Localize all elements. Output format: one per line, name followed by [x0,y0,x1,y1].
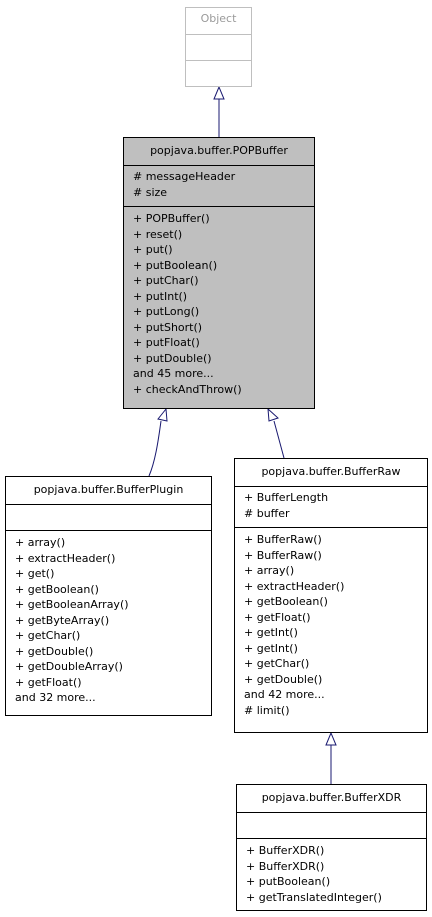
class-popbuffer-name: popjava.buffer.POPBuffer [150,144,288,157]
operation-item: + BufferXDR() [246,859,325,873]
class-bufferxdr-name: popjava.buffer.BufferXDR [261,791,402,804]
operation-item: + getBoolean() [244,595,328,608]
class-bufferplugin-attributes [6,504,211,531]
operation-item: + getBoolean() [15,582,99,596]
class-object[interactable]: Object [185,7,252,87]
operation-item: + putChar() [133,274,199,287]
operation-item: + array() [244,564,295,577]
class-popbuffer-operations: + POPBuffer() + reset() + put() + putBoo… [124,206,314,408]
class-bufferplugin-name: popjava.buffer.BufferPlugin [33,483,184,496]
operation-item: + reset() [133,227,183,241]
class-bufferxdr-attributes [237,812,426,839]
attribute-item: # size [133,185,168,199]
operation-item: + POPBuffer() [133,212,210,225]
class-bufferraw-name: popjava.buffer.BufferRaw [261,465,401,478]
operation-item: + extractHeader() [244,579,345,593]
attribute-item: # messageHeader [133,170,236,183]
operation-item: + BufferXDR() [246,844,325,857]
class-bufferxdr[interactable]: popjava.buffer.BufferXDR + BufferXDR() +… [236,784,427,911]
operation-item: + putShort() [133,320,203,334]
operation-item: + putFloat() [133,336,200,349]
class-bufferplugin-operations: + array() + extractHeader() + get() + ge… [6,530,211,715]
operation-item: + putDouble() [133,351,212,365]
operation-item: + getFloat() [244,610,311,624]
class-object-name: Object [200,12,237,25]
operation-item: + getTranslatedInteger() [246,890,382,904]
edge-popbuffer-to-object [213,85,225,137]
operation-item: + getDouble() [15,644,94,658]
class-bufferxdr-operations: + BufferXDR() + BufferXDR() + putBoolean… [237,838,426,910]
operation-item: + getBooleanArray() [15,598,129,611]
operation-item: + getByteArray() [15,613,110,627]
operation-item: + BufferRaw() [244,533,322,546]
operation-item: + array() [15,536,66,549]
operation-item: + BufferRaw() [244,548,322,562]
class-popbuffer[interactable]: popjava.buffer.POPBuffer # messageHeader… [123,137,315,409]
class-object-attributes [186,34,251,61]
operation-item: and 45 more... [133,367,214,380]
attribute-item: + BufferLength [244,491,329,504]
operation-item: # limit() [244,703,290,717]
class-object-operations [186,60,251,87]
operation-item: + getFloat() [15,675,82,689]
operation-item: + getDouble() [244,672,323,686]
operation-item: + getInt() [244,641,298,655]
edge-bufferxdr-to-bufferraw [325,731,337,784]
operation-item: + getDoubleArray() [15,660,123,673]
operation-item: + get() [15,567,55,580]
operation-item: + getInt() [244,626,298,639]
operation-item: + checkAndThrow() [133,382,242,396]
operation-item: + getChar() [15,629,81,642]
operation-item: + putBoolean() [246,875,331,888]
class-bufferraw[interactable]: popjava.buffer.BufferRaw + BufferLength … [234,458,428,733]
operation-item: + putBoolean() [133,258,218,272]
operation-item: + putLong() [133,305,200,318]
operation-item: and 32 more... [15,691,96,704]
operation-item: + put() [133,243,173,256]
operation-item: + getChar() [244,657,310,670]
class-bufferraw-attributes: + BufferLength # buffer [235,486,427,528]
attribute-item: # buffer [244,506,290,520]
operation-item: + putInt() [133,289,188,303]
edge-bufferraw-to-popbuffer [267,407,285,459]
class-bufferraw-operations: + BufferRaw() + BufferRaw() + array() + … [235,527,427,732]
edge-bufferplugin-to-popbuffer [148,407,168,477]
operation-item: + extractHeader() [15,551,116,565]
class-bufferplugin[interactable]: popjava.buffer.BufferPlugin + array() + … [5,476,212,716]
operation-item: and 42 more... [244,688,325,701]
class-popbuffer-attributes: # messageHeader # size [124,165,314,207]
